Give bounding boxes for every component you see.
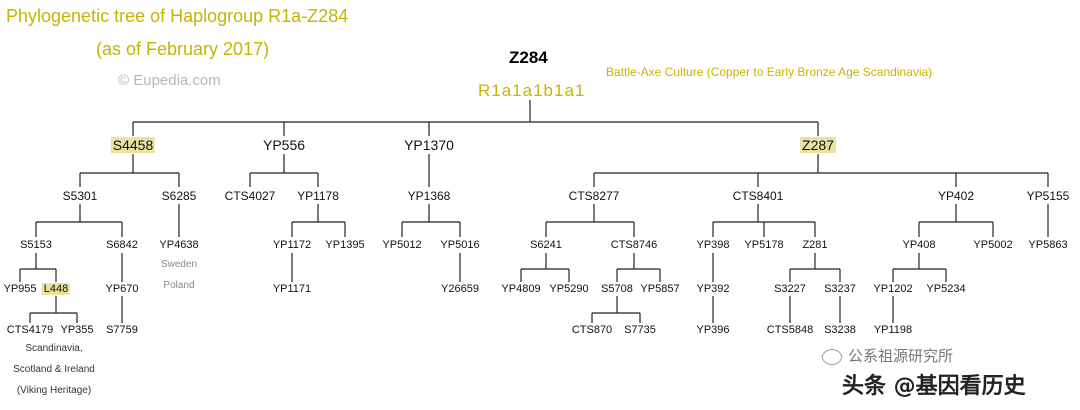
node-yp396: YP396 — [696, 324, 730, 336]
node-l448: L448 — [41, 283, 71, 295]
node-yp670: YP670 — [105, 283, 139, 295]
note-poland: Poland — [163, 280, 195, 291]
note-sweden: Sweden — [160, 259, 198, 270]
node-yp4638: YP4638 — [159, 239, 199, 251]
node-yp5016: YP5016 — [440, 239, 480, 251]
node-s4458: S4458 — [110, 137, 156, 153]
watermark-text-1: 公系祖源研究所 — [848, 347, 954, 365]
root-node-label: Z284 — [509, 48, 548, 67]
note-scotland-ireland: Scotland & Ireland — [13, 364, 95, 375]
node-yp1198: YP1198 — [873, 324, 913, 336]
node-yp1395: YP1395 — [325, 239, 365, 251]
node-s7759: S7759 — [106, 324, 138, 336]
wechat-icon — [822, 348, 842, 365]
node-yp5863: YP5863 — [1028, 239, 1068, 251]
node-yp5290: YP5290 — [549, 283, 589, 295]
watermark-research-institute: 公系祖源研究所 — [822, 345, 953, 366]
node-s7735: S7735 — [624, 324, 656, 336]
node-yp955: YP955 — [3, 283, 37, 295]
node-yp355: YP355 — [60, 324, 94, 336]
chart-title: Phylogenetic tree of Haplogroup R1a-Z284 — [6, 6, 349, 26]
node-yp1370: YP1370 — [404, 137, 454, 153]
node-cts870: CTS870 — [571, 324, 613, 336]
copyright-note: © Eupedia.com — [118, 72, 221, 89]
node-yp1178: YP1178 — [297, 189, 339, 203]
node-cts4179: CTS4179 — [6, 324, 54, 336]
node-cts8277: CTS8277 — [568, 189, 620, 203]
node-yp5234: YP5234 — [926, 283, 966, 295]
node-yp1171: YP1171 — [272, 283, 312, 295]
node-yp402: YP402 — [937, 189, 975, 203]
node-yp408: YP408 — [902, 239, 936, 251]
node-s6285: S6285 — [161, 189, 197, 203]
chart-subtitle: (as of February 2017) — [96, 39, 270, 59]
node-yp5155: YP5155 — [1026, 189, 1070, 203]
node-z281: Z281 — [802, 239, 828, 251]
node-s3237: S3237 — [824, 283, 856, 295]
node-yp5002: YP5002 — [973, 239, 1013, 251]
node-s5708: S5708 — [601, 283, 633, 295]
node-s6842: S6842 — [106, 239, 138, 251]
node-yp1368: YP1368 — [407, 189, 451, 203]
node-yp5857: YP5857 — [640, 283, 680, 295]
node-y26659: Y26659 — [441, 283, 479, 295]
node-cts8401: CTS8401 — [732, 189, 784, 203]
node-yp1202: YP1202 — [873, 283, 913, 295]
node-yp5178: YP5178 — [744, 239, 784, 251]
root-haplogroup-label: R1a1a1b1a1 — [478, 81, 586, 100]
node-s6241: S6241 — [530, 239, 562, 251]
node-s3238: S3238 — [824, 324, 856, 336]
node-yp1172: YP1172 — [272, 239, 312, 251]
watermark-toutiao: 头条 @基因看历史 — [838, 368, 1030, 400]
node-yp556: YP556 — [262, 137, 306, 153]
note-scandinavia: Scandinavia, — [25, 343, 83, 354]
node-cts8746: CTS8746 — [610, 239, 658, 251]
node-yp392: YP392 — [696, 283, 730, 295]
culture-note: Battle-Axe Culture (Copper to Early Bron… — [606, 65, 933, 79]
node-s3227: S3227 — [774, 283, 806, 295]
node-yp4809: YP4809 — [501, 283, 541, 295]
node-cts5848: CTS5848 — [766, 324, 814, 336]
note-viking-heritage: (Viking Heritage) — [16, 385, 92, 396]
node-yp398: YP398 — [696, 239, 730, 251]
node-z287: Z287 — [800, 137, 836, 153]
node-s5153: S5153 — [20, 239, 52, 251]
node-cts4027: CTS4027 — [224, 189, 276, 203]
node-yp5012: YP5012 — [382, 239, 422, 251]
node-s5301: S5301 — [62, 189, 98, 203]
